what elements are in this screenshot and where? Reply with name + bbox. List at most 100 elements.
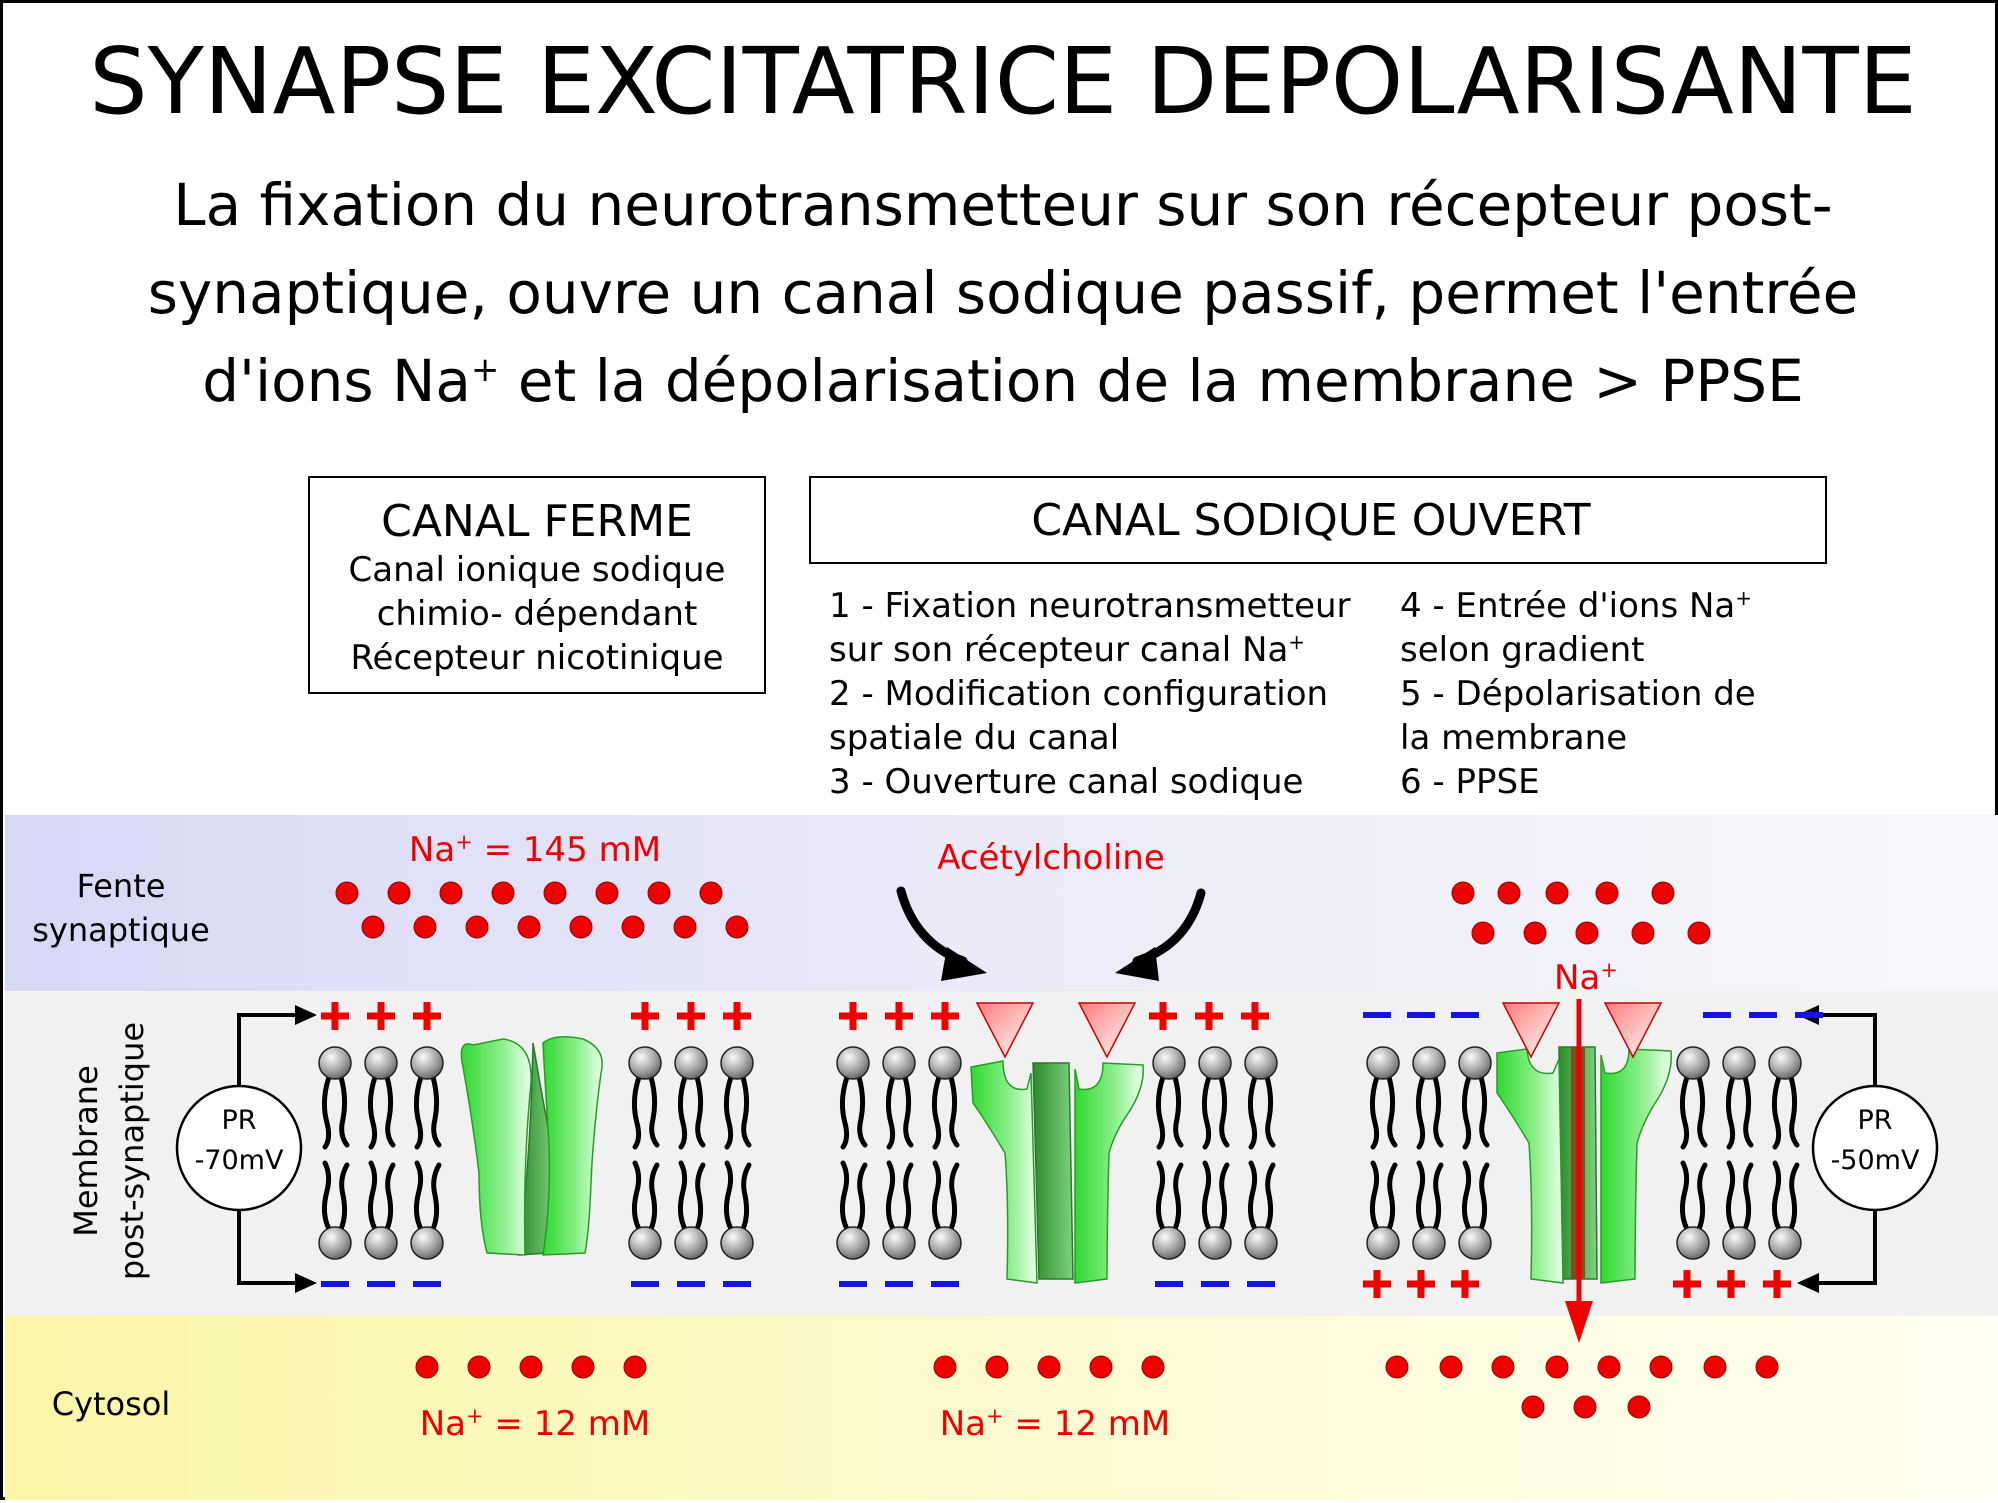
sodium-ion-icon bbox=[595, 881, 619, 905]
lipid-head-icon bbox=[882, 1226, 916, 1260]
step-1b: sur son récepteur canal Na+ bbox=[829, 630, 1305, 670]
sodium-ion-icon bbox=[467, 1355, 491, 1379]
resting-potential-right: PR -50mV bbox=[1797, 1005, 1939, 1293]
phospholipid bbox=[628, 1046, 662, 1260]
closed-sodium-channel bbox=[460, 1036, 603, 1256]
sodium-ion-icon bbox=[1597, 1355, 1621, 1379]
lipid-head-icon bbox=[628, 1226, 662, 1260]
positive-charge-icon bbox=[1407, 1270, 1435, 1298]
step-4b: selon gradient bbox=[1400, 630, 1644, 670]
acetylcholine-molecule-icon bbox=[1077, 1002, 1137, 1059]
sodium-ion-icon bbox=[1523, 921, 1547, 945]
cytosol-label: Cytosol bbox=[52, 1385, 171, 1423]
phospholipid bbox=[318, 1046, 352, 1260]
lipid-head-icon bbox=[1152, 1226, 1186, 1260]
phospholipid bbox=[720, 1046, 754, 1260]
positive-charge-icon bbox=[1241, 1002, 1269, 1030]
open-channel-heading: CANAL SODIQUE OUVERT bbox=[1031, 495, 1590, 546]
closed-channel-box bbox=[308, 476, 766, 694]
phospholipid bbox=[1152, 1046, 1186, 1260]
closed-channel-heading: CANAL FERME bbox=[381, 496, 693, 547]
arrow-right-icon bbox=[295, 1005, 317, 1025]
sodium-ion-icon bbox=[415, 1355, 439, 1379]
positive-charge-icon bbox=[1149, 1002, 1177, 1030]
sodium-ion-icon bbox=[1575, 921, 1599, 945]
cleft-label-2: synaptique bbox=[32, 911, 210, 949]
acetylcholine-molecule-icon bbox=[975, 1002, 1035, 1059]
sodium-ion-icon bbox=[1687, 921, 1711, 945]
positive-charge-icon bbox=[885, 1002, 913, 1030]
lipid-head-icon bbox=[928, 1046, 962, 1080]
sodium-ion-icon bbox=[569, 915, 593, 939]
positive-charge-icon bbox=[677, 1002, 705, 1030]
membrane-charges bbox=[321, 1002, 1823, 1298]
cytosol-zone bbox=[5, 1316, 1998, 1500]
resting-potential-left: PR -70mV bbox=[175, 1005, 317, 1293]
sodium-ion-icon bbox=[1755, 1355, 1779, 1379]
lipid-head-icon bbox=[410, 1226, 444, 1260]
sodium-ion-icon bbox=[1651, 881, 1675, 905]
lipid-head-icon bbox=[410, 1046, 444, 1080]
lipid-head-icon bbox=[1366, 1046, 1400, 1080]
sodium-ion-icon bbox=[725, 915, 749, 939]
sodium-ion-icon bbox=[647, 881, 671, 905]
positive-charge-icon bbox=[1717, 1270, 1745, 1298]
step-5a: 5 - Dépolarisation de bbox=[1400, 674, 1756, 714]
step-2a: 2 - Modification configuration bbox=[829, 674, 1328, 714]
phospholipid bbox=[1676, 1046, 1710, 1260]
lipid-head-icon bbox=[1722, 1226, 1756, 1260]
sodium-ion-icon bbox=[571, 1355, 595, 1379]
sodium-ion-icon bbox=[621, 915, 645, 939]
svg-text:Membrane: Membrane bbox=[67, 1065, 105, 1237]
lipid-head-icon bbox=[364, 1226, 398, 1260]
lipid-head-icon bbox=[1768, 1046, 1802, 1080]
sodium-ion-icon bbox=[543, 881, 567, 905]
positive-charge-icon bbox=[723, 1002, 751, 1030]
potential-circle-left bbox=[175, 1084, 303, 1212]
sodium-ion-icon bbox=[1141, 1355, 1165, 1379]
phospholipid bbox=[928, 1046, 962, 1260]
lipid-head-icon bbox=[1152, 1046, 1186, 1080]
phospholipid bbox=[364, 1046, 398, 1260]
lipid-head-icon bbox=[928, 1226, 962, 1260]
step-4a: 4 - Entrée d'ions Na+ bbox=[1400, 586, 1752, 626]
na-flux-label: Na+ bbox=[1554, 958, 1618, 998]
phospholipid bbox=[1198, 1046, 1232, 1260]
positive-charge-icon bbox=[931, 1002, 959, 1030]
lipid-head-icon bbox=[836, 1226, 870, 1260]
sodium-ion-icon bbox=[439, 881, 463, 905]
potential-left-label: PR bbox=[221, 1105, 256, 1136]
page-title: SYNAPSE EXCITATRICE DEPOLARISANTE bbox=[89, 28, 1917, 135]
sodium-ion-icon bbox=[1649, 1355, 1673, 1379]
positive-charge-icon bbox=[1451, 1270, 1479, 1298]
sodium-ion-icon bbox=[673, 915, 697, 939]
lipid-head-icon bbox=[1676, 1226, 1710, 1260]
sodium-ion-icon bbox=[1471, 921, 1495, 945]
sodium-ion-icon bbox=[1595, 881, 1619, 905]
sodium-ion-icon bbox=[1497, 881, 1521, 905]
lipid-head-icon bbox=[318, 1226, 352, 1260]
positive-charge-icon bbox=[1195, 1002, 1223, 1030]
lipid-head-icon bbox=[318, 1046, 352, 1080]
step-1a: 1 - Fixation neurotransmetteur bbox=[829, 586, 1351, 626]
phospholipid bbox=[1244, 1046, 1278, 1260]
positive-charge-icon bbox=[1673, 1270, 1701, 1298]
sodium-ion-icon bbox=[1439, 1355, 1463, 1379]
sodium-ion-icon bbox=[465, 915, 489, 939]
sodium-ion-icon bbox=[933, 1355, 957, 1379]
sodium-ion-icon bbox=[1703, 1355, 1727, 1379]
sodium-ion-icon bbox=[387, 881, 411, 905]
lipid-head-icon bbox=[882, 1046, 916, 1080]
step-2b: spatiale du canal bbox=[829, 718, 1119, 758]
svg-text:post-synaptique: post-synaptique bbox=[113, 1022, 151, 1280]
subtitle-line-3: d'ions Na+ et la dépolarisation de la me… bbox=[202, 347, 1804, 415]
phospholipid bbox=[1366, 1046, 1400, 1260]
sodium-ions bbox=[335, 881, 1779, 1419]
membrane-label: Membrane post-synaptique bbox=[67, 1022, 151, 1280]
phospholipid bbox=[674, 1046, 708, 1260]
positive-charge-icon bbox=[1363, 1270, 1391, 1298]
sodium-ion-icon bbox=[413, 915, 437, 939]
open-channel-box bbox=[809, 476, 1827, 564]
sodium-ion-icon bbox=[699, 881, 723, 905]
